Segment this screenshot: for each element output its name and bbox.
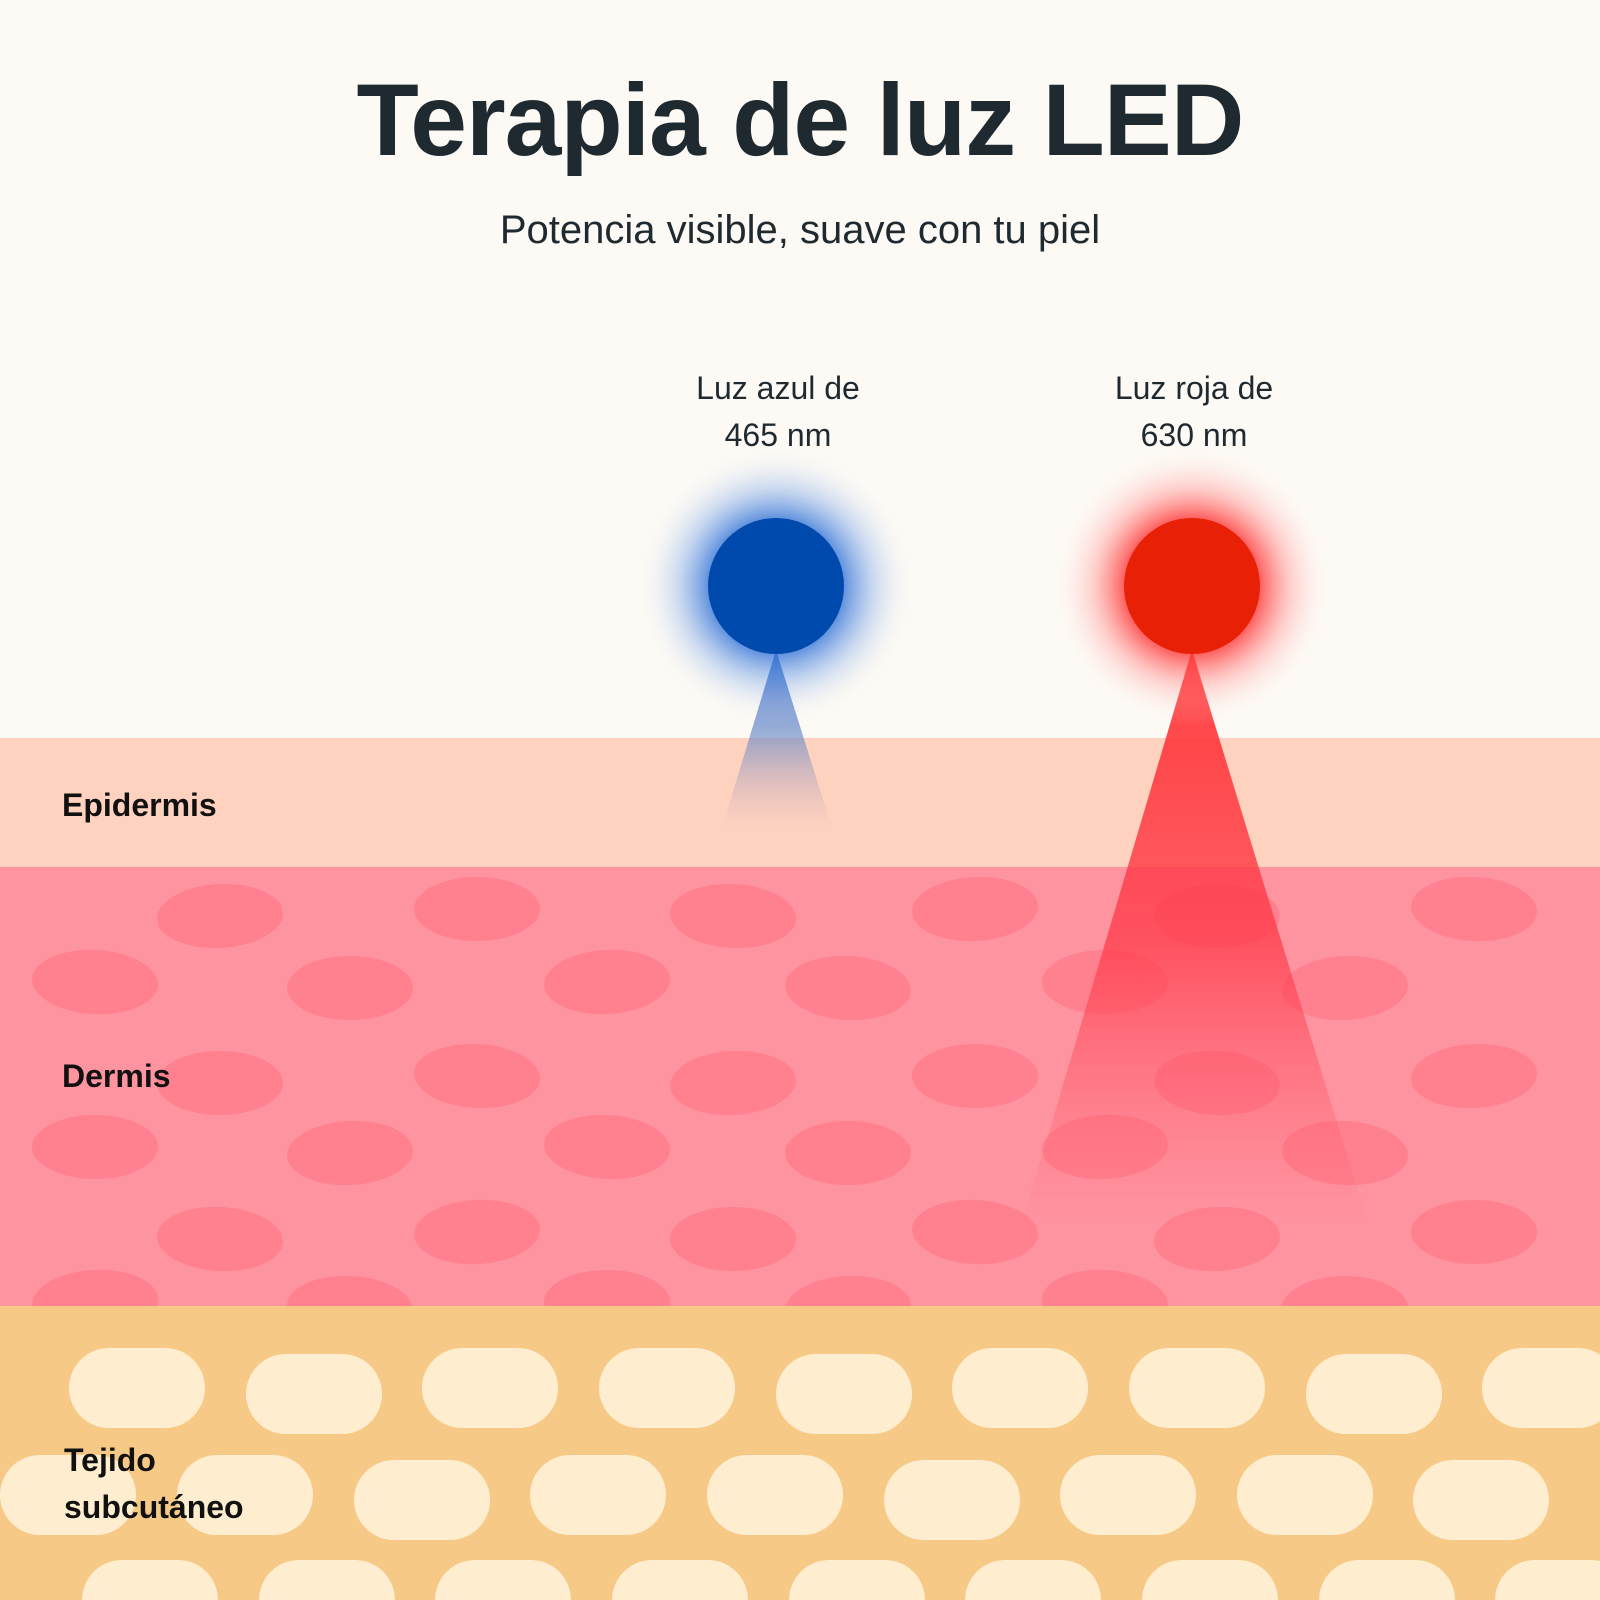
fat-cell [422,1348,558,1428]
fat-cell [354,1460,490,1540]
subcutaneous-layer [0,1306,1600,1600]
dermis-cell [785,1275,911,1306]
dermis-cell [414,1043,540,1109]
dermis-cells [32,876,1537,1306]
subcutaneous-cells [0,1348,1600,1600]
fat-cell [1306,1354,1442,1434]
fat-cell [952,1348,1088,1428]
red-led [1124,518,1260,654]
fat-cell [259,1560,395,1600]
red-light-beam [1020,650,1370,1230]
fat-cell [246,1354,382,1434]
dermis-cell [32,1269,158,1306]
blue-led [708,518,844,654]
fat-cell [1129,1348,1265,1428]
dermis-cell [1411,1043,1537,1109]
dermis-cell [785,1121,911,1185]
blue-led-label: Luz azul de 465 nm [618,365,938,459]
dermis-cell [1042,1269,1168,1306]
fat-cell [1237,1455,1373,1535]
fat-cell [1060,1455,1196,1535]
dermis-cell [287,1275,413,1306]
fat-cell [0,1455,136,1535]
dermis-cell [544,1270,670,1306]
fat-cell [1413,1460,1549,1540]
subcutaneous-label-line1: Tejido [64,1442,156,1478]
blue-light-beam [722,650,832,828]
epidermis-label: Epidermis [62,787,217,823]
subcutaneous-label-line2: subcutáneo [64,1489,244,1525]
dermis-cell [912,1044,1038,1108]
red-led-label-line1: Luz roja de [1114,370,1274,406]
fat-cell [1319,1560,1455,1600]
dermis-cell [1411,1200,1537,1264]
dermis-cell [544,1114,670,1180]
fat-cell [789,1560,925,1600]
blue-led-label-line1: Luz azul de [696,370,860,406]
dermis-cell [287,956,413,1020]
dermis-cell [1282,955,1408,1021]
dermis-label: Dermis [62,1058,171,1094]
dermis-cell [32,1115,158,1179]
fat-cell [965,1560,1101,1600]
fat-cell [69,1348,205,1428]
page-title: Terapia de luz LED [356,63,1245,177]
subcutaneous-label: Tejido subcutáneo [64,1437,244,1531]
dermis-cell [414,1199,540,1265]
fat-cell [1482,1348,1600,1428]
dermis-cell [287,1120,413,1186]
dermis-cell [414,877,540,941]
red-led-label: Luz roja de 630 nm [1034,365,1354,459]
blue-led-label-line2: 465 nm [724,417,832,453]
fat-cell [1142,1560,1278,1600]
fat-cell [884,1460,1020,1540]
dermis-cell [670,1207,796,1271]
page-subtitle: Potencia visible, suave con tu piel [499,208,1101,252]
dermis-cell [157,1206,283,1272]
fat-cell [776,1354,912,1434]
dermis-cell [157,1051,283,1115]
fat-cell [177,1455,313,1535]
fat-cell [612,1560,748,1600]
dermis-cell [157,883,283,949]
fat-cell [599,1348,735,1428]
dermis-cell [912,1199,1038,1265]
dermis-cell [785,955,911,1021]
dermis-cell [1411,876,1537,942]
fat-cell [82,1560,218,1600]
fat-cell [530,1455,666,1535]
dermis-cell [1282,1276,1408,1306]
dermis-cell [544,949,670,1015]
dermis-cell [670,1050,796,1116]
red-led-label-line2: 630 nm [1140,417,1248,453]
dermis-cell [32,949,158,1015]
fat-cell [707,1455,843,1535]
dermis-cell [670,883,796,949]
fat-cell [435,1560,571,1600]
dermis-cell [912,876,1038,942]
fat-cell [1495,1560,1600,1600]
